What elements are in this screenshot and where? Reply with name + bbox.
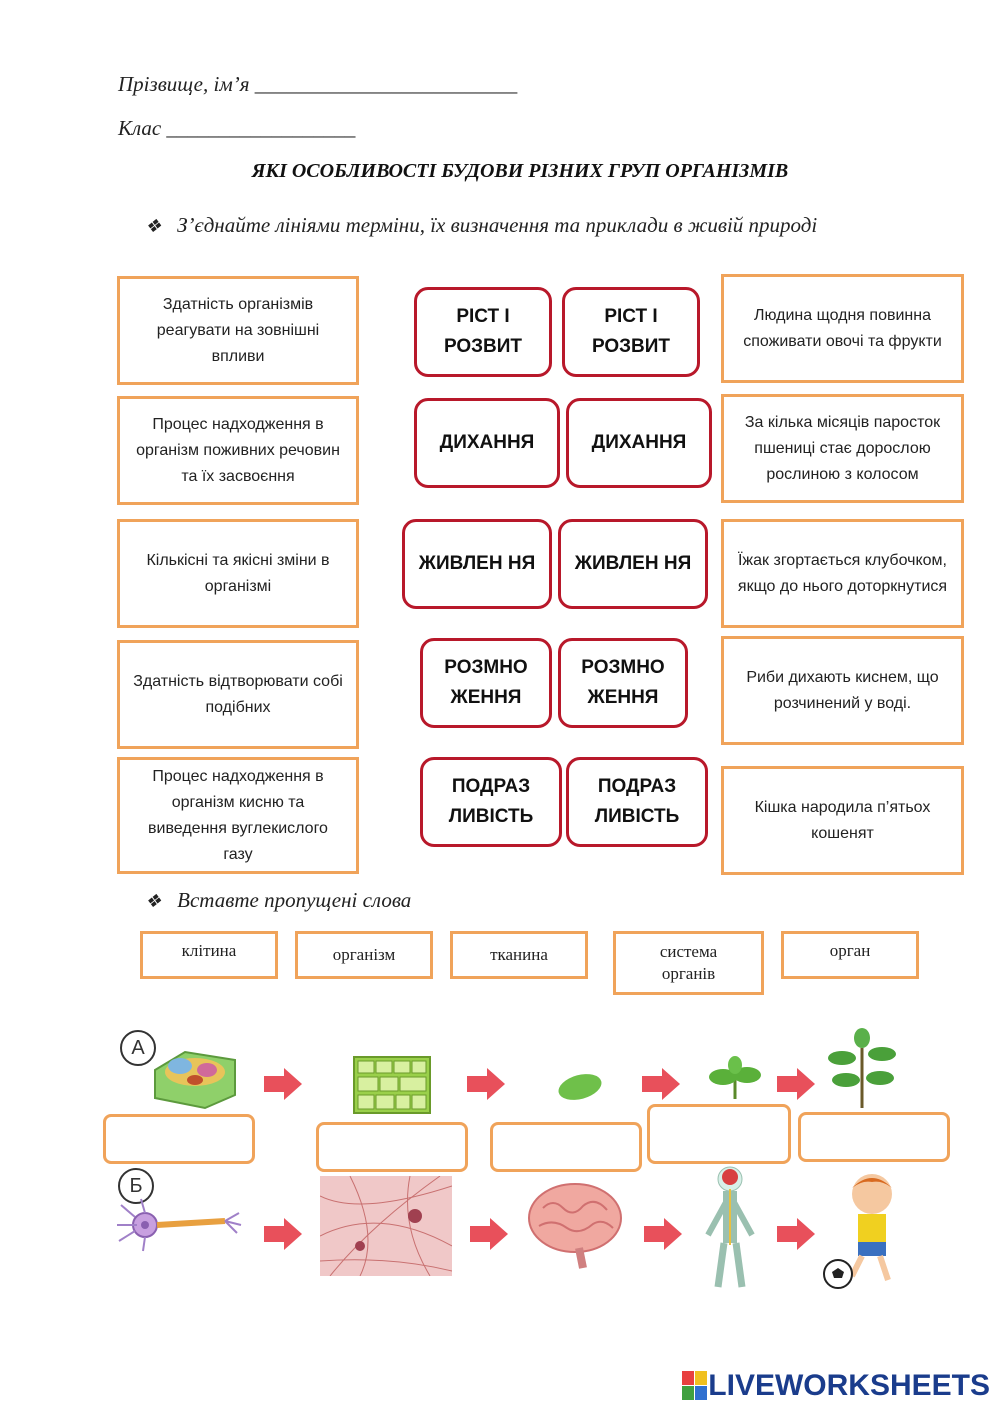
arrow-right-icon [467,1068,505,1100]
bullet-icon: ❖ [145,891,162,911]
page-title: ЯКІ ОСОБЛИВОСТІ БУДОВИ РІЗНИХ ГРУП ОРГАН… [251,160,789,182]
arrow-right-icon [777,1068,815,1100]
neuron-image [117,1198,242,1252]
word-card-organ-system[interactable]: система органів [613,931,764,995]
plant-tissue-image [353,1056,431,1114]
arrow-right-icon [264,1218,302,1250]
nerve-tissue-image [320,1176,452,1276]
term-card-nutrition-right[interactable]: ЖИВЛЕН НЯ [558,519,708,609]
brain-image [528,1183,622,1269]
example-box-2[interactable]: За кілька місяців паросток пшениці стає … [721,394,964,503]
arrow-right-icon [470,1218,508,1250]
arrow-right-icon [642,1068,680,1100]
boy-image [823,1174,892,1289]
liveworksheets-logo-text: LIVEWORKSHEETS [708,1369,990,1402]
term-card-reproduction-right[interactable]: РОЗМНО ЖЕННЯ [558,638,688,728]
name-field-label: Прізвище, ім’я _________________________ [118,72,518,96]
answer-input-3[interactable] [490,1122,642,1172]
plant-cell-image [154,1050,236,1110]
definition-box-5[interactable]: Процес надходження в організм кисню та в… [117,757,359,874]
task1-instruction-row: ❖ З’єднайте лініями терміни, їх визначенн… [145,213,817,238]
word-card-organism[interactable]: організм [295,931,433,979]
definition-box-2[interactable]: Процес надходження в організм поживних р… [117,396,359,505]
term-card-reproduction-left[interactable]: РОЗМНО ЖЕННЯ [420,638,552,728]
row-b-label: Б [118,1168,154,1204]
nervous-system-image [705,1166,755,1288]
word-card-cell[interactable]: клітина [140,931,278,979]
liveworksheets-logo-icon [682,1371,708,1400]
example-box-5[interactable]: Кішка народила п’ятьох кошенят [721,766,964,875]
arrow-right-icon [264,1068,302,1100]
arrow-right-icon [777,1218,815,1250]
task2-instruction: Вставте пропущені слова [177,888,412,912]
term-card-irritability-right[interactable]: ПОДРАЗ ЛИВІСТЬ [566,757,708,847]
term-card-breathing-right[interactable]: ДИХАННЯ [566,398,712,488]
example-box-3[interactable]: Їжак згортається клубочком, якщо до ньог… [721,519,964,628]
definition-box-4[interactable]: Здатність відтворювати собі подібних [117,640,359,749]
word-card-organ[interactable]: орган [781,931,919,979]
liveworksheets-logo: LIVEWORKSHEETS [682,1369,990,1403]
example-box-1[interactable]: Людина щодня повинна споживати овочі та … [721,274,964,383]
term-card-growth-left[interactable]: РІСТ І РОЗВИТ [414,287,552,377]
arrow-right-icon [644,1218,682,1250]
answer-input-4[interactable] [647,1104,791,1164]
term-card-irritability-left[interactable]: ПОДРАЗ ЛИВІСТЬ [420,757,562,847]
answer-input-5[interactable] [798,1112,950,1162]
plant-image [828,1028,896,1108]
answer-input-1[interactable] [103,1114,255,1164]
term-card-growth-right[interactable]: РІСТ І РОЗВИТ [562,287,700,377]
class-field-label: Клас __________________ [118,116,356,140]
term-card-nutrition-left[interactable]: ЖИВЛЕН НЯ [402,519,552,609]
definition-box-1[interactable]: Здатність організмів реагувати на зовніш… [117,276,359,385]
task2-instruction-row: ❖ Вставте пропущені слова [145,888,411,913]
word-card-tissue[interactable]: тканина [450,931,588,979]
task1-instruction: З’єднайте лініями терміни, їх визначення… [177,213,818,237]
answer-input-2[interactable] [316,1122,468,1172]
example-box-4[interactable]: Риби дихають киснем, що розчинений у вод… [721,636,964,745]
leaf-image [558,1074,602,1100]
seedling-image [709,1056,761,1099]
row-a-label: А [120,1030,156,1066]
definition-box-3[interactable]: Кількісні та якісні зміни в організмі [117,519,359,628]
term-card-breathing-left[interactable]: ДИХАННЯ [414,398,560,488]
bullet-icon: ❖ [145,216,162,236]
